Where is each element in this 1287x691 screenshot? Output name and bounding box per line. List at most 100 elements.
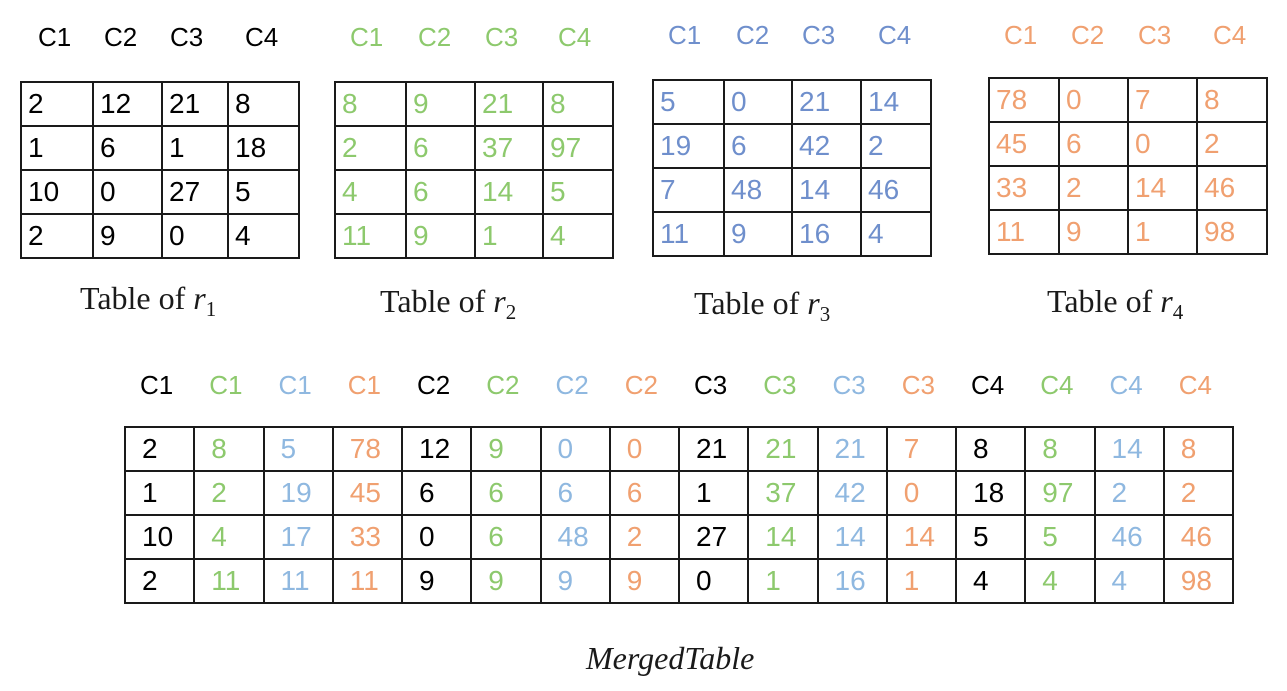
table-cell: 27	[161, 169, 229, 215]
table-cell: 21	[791, 79, 862, 125]
table-cell: 2	[1162, 470, 1235, 516]
table-cell: 11	[988, 209, 1060, 255]
table-cell: 7	[1127, 77, 1198, 123]
caption-var: r	[193, 280, 206, 316]
table-cell: 0	[723, 79, 793, 125]
table-cell: 9	[400, 558, 473, 604]
merged-header: C4	[1178, 370, 1212, 400]
table-cell: 97	[542, 125, 614, 171]
table-cell: 5	[542, 169, 614, 215]
table-cell: 46	[1196, 165, 1268, 211]
table-r1-caption: Table of r1	[80, 280, 216, 322]
table-cell: 11	[331, 558, 404, 604]
table-cell: 11	[334, 213, 407, 259]
table-cell: 9	[92, 213, 163, 259]
table-cell: 2	[608, 514, 681, 560]
table-cell: 4	[542, 213, 614, 259]
merged-header: C1	[209, 370, 243, 400]
table-cell: 33	[988, 165, 1060, 211]
table-cell: 4	[1093, 558, 1165, 604]
table-r3-header-c4: C4	[878, 20, 912, 50]
table-cell: 48	[723, 167, 793, 213]
table-cell: 78	[331, 426, 404, 472]
table-cell: 0	[400, 514, 473, 560]
table-cell: 6	[539, 470, 611, 516]
table-cell: 0	[1127, 121, 1198, 167]
table-cell: 0	[1058, 77, 1129, 123]
table-r2-caption: Table of r2	[380, 283, 516, 325]
table-cell: 7	[885, 426, 958, 472]
table-cell: 14	[747, 514, 819, 560]
table-r3-caption: Table of r3	[694, 285, 830, 327]
table-cell: 1	[123, 470, 196, 516]
table-r2-header-c4: C4	[558, 22, 592, 52]
merged-header: C3	[694, 370, 728, 400]
table-r3-header-c2: C2	[736, 20, 770, 50]
table-cell: 21	[677, 426, 750, 472]
table-cell: 45	[331, 470, 404, 516]
table-r4-header-c1: C1	[1004, 20, 1038, 50]
merged-header: C4	[1040, 370, 1074, 400]
table-cell: 0	[885, 470, 958, 516]
table-cell: 21	[747, 426, 819, 472]
merged-header: C2	[555, 370, 589, 400]
table-cell: 1	[1127, 209, 1198, 255]
table-cell: 21	[161, 81, 229, 127]
table-cell: 5	[954, 514, 1027, 560]
table-cell: 5	[262, 426, 334, 472]
table-cell: 18	[954, 470, 1027, 516]
table-cell: 0	[92, 169, 163, 215]
table-cell: 2	[123, 426, 196, 472]
table-cell: 7	[652, 167, 725, 213]
table-r4-caption: Table of r4	[1047, 283, 1183, 325]
table-cell: 1	[747, 558, 819, 604]
table-cell: 11	[193, 558, 265, 604]
merged-header: C2	[486, 370, 520, 400]
table-cell: 1	[474, 213, 544, 259]
table-cell: 16	[791, 211, 862, 257]
table-cell: 46	[860, 167, 932, 213]
merged-header: C3	[763, 370, 797, 400]
table-cell: 8	[334, 81, 407, 127]
table-cell: 9	[405, 81, 476, 127]
table-cell: 6	[723, 123, 793, 169]
caption-var: r	[807, 285, 820, 321]
table-cell: 12	[400, 426, 473, 472]
table-cell: 14	[816, 514, 888, 560]
table-cell: 9	[539, 558, 611, 604]
table-cell: 14	[1127, 165, 1198, 211]
merged-header: C1	[347, 370, 381, 400]
table-cell: 14	[791, 167, 862, 213]
table-cell: 2	[1196, 121, 1268, 167]
table-r2-header-c2: C2	[418, 22, 452, 52]
table-cell: 46	[1162, 514, 1235, 560]
table-cell: 8	[542, 81, 614, 127]
merged-header: C1	[140, 370, 174, 400]
table-cell: 16	[816, 558, 888, 604]
table-r1-header-c4: C4	[245, 22, 279, 52]
caption-text: Table of	[1047, 283, 1153, 319]
table-cell: 2	[334, 125, 407, 171]
merged-header: C3	[832, 370, 866, 400]
table-cell: 5	[227, 169, 300, 215]
table-cell: 1	[161, 125, 229, 171]
table-r1-header-c3: C3	[170, 22, 204, 52]
caption-sub: 4	[1172, 300, 1184, 324]
table-cell: 2	[193, 470, 265, 516]
table-cell: 17	[262, 514, 334, 560]
table-cell: 2	[1093, 470, 1165, 516]
merged-table-caption: MergedTable	[586, 640, 755, 676]
